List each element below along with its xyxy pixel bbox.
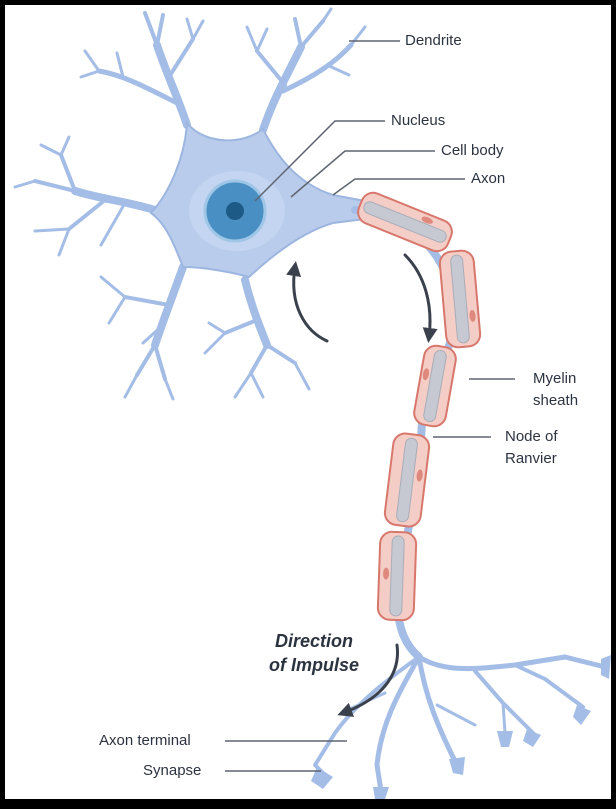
myelin-segment-4 [383,432,431,528]
dendrites [13,7,367,401]
arrow-3 [337,643,399,717]
nucleolus [226,202,244,220]
label-node-line1: Node of [505,428,558,445]
myelin-segment-5 [376,530,418,622]
myelin-segment-3 [413,344,457,428]
myelin-segment-1 [357,191,453,253]
arrow-2 [403,253,438,343]
myelin-segment-2 [438,249,482,349]
label-dendrite: Dendrite [405,32,462,49]
label-synapse: Synapse [143,762,202,779]
label-direction-line1: Direction [275,631,354,651]
label-nucleus: Nucleus [391,112,446,129]
label-direction-line2: of Impulse [269,655,360,675]
synapse-bulbs [311,655,611,799]
neuron-diagram: Dendrite Nucleus Cell body Axon Myelin s… [5,5,611,799]
label-axon-terminal: Axon terminal [99,732,191,749]
label-cell-body: Cell body [441,142,504,159]
direction-arrows [286,253,438,717]
arrow-1 [286,261,329,343]
label-myelin-line2: sheath [533,392,579,409]
label-axon: Axon [471,170,506,187]
leader-lines [225,40,515,772]
axon-terminals [313,654,608,794]
neuron-illustration [13,7,611,799]
label-myelin-line1: Myelin [533,370,577,387]
label-node-line2: Ranvier [505,450,557,467]
